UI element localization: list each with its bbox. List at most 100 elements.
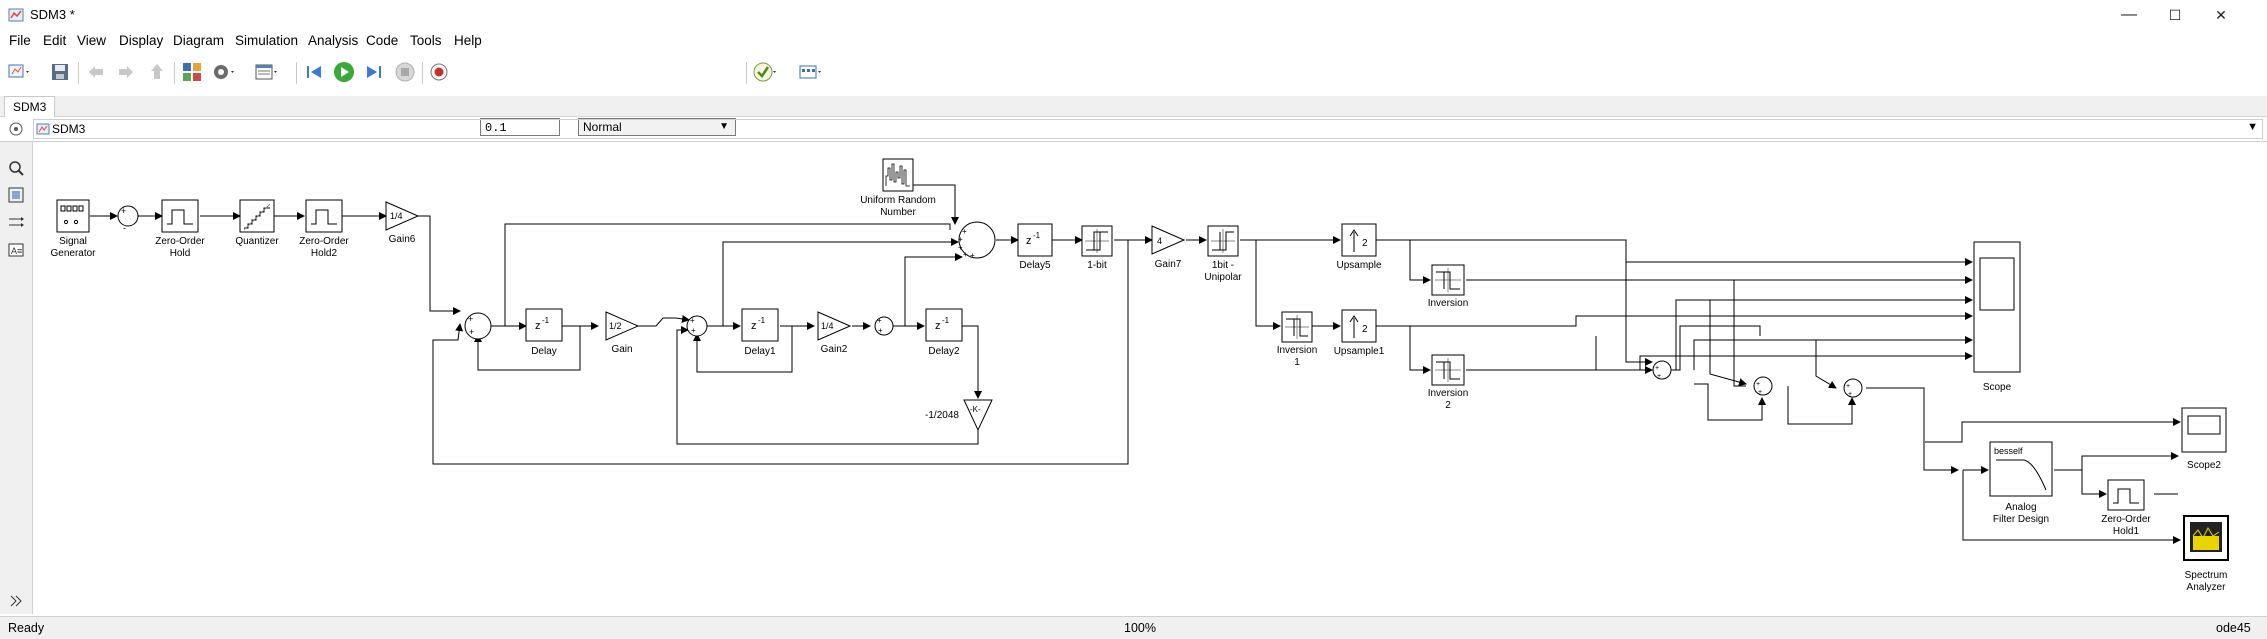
- sum-compare-1-block[interactable]: ++: [1652, 360, 1672, 380]
- menu-tools[interactable]: Tools: [410, 33, 442, 48]
- chevron-down-icon: ▼: [719, 121, 729, 132]
- menu-analysis[interactable]: Analysis: [308, 33, 359, 48]
- model-explorer-icon[interactable]: [254, 60, 278, 84]
- zero-order-hold2-block[interactable]: [305, 199, 343, 233]
- spectrum-analyzer-block[interactable]: [2183, 515, 2229, 561]
- fit-to-view-icon[interactable]: [8, 187, 24, 203]
- new-model-icon[interactable]: [6, 60, 30, 84]
- sum-compare-3-block[interactable]: ++: [1843, 378, 1863, 398]
- up-arrow-icon[interactable]: [145, 60, 169, 84]
- sum-loop3-block[interactable]: ++: [874, 316, 894, 336]
- menu-display[interactable]: Display: [119, 33, 164, 48]
- gain6-block[interactable]: 1/4: [385, 201, 420, 231]
- svg-text:+: +: [877, 316, 882, 325]
- model-advisor-check-icon[interactable]: [752, 60, 776, 84]
- model-canvas[interactable]: Signal Generator + - Zero-Order Hold Qua…: [33, 142, 2267, 614]
- gain2-block[interactable]: 1/4: [817, 311, 852, 341]
- stop-time-input[interactable]: 0.1: [480, 118, 560, 136]
- svg-text:z: z: [935, 320, 941, 332]
- analog-filter-design-block[interactable]: besself: [1989, 441, 2053, 497]
- zoh2-label: Zero-Order: [299, 236, 349, 247]
- library-browser-icon[interactable]: [180, 60, 204, 84]
- inversion-block[interactable]: [1431, 264, 1465, 296]
- delay1-label: Delay1: [744, 346, 776, 357]
- scope-block[interactable]: [1973, 241, 2021, 373]
- zoom-icon[interactable]: [8, 160, 24, 176]
- signal-table-icon[interactable]: [798, 60, 822, 84]
- delay-label: Delay: [531, 346, 557, 357]
- delay1-block[interactable]: z -1: [741, 308, 779, 342]
- scope2-block[interactable]: [2181, 407, 2227, 453]
- svg-text:-K-: -K-: [970, 405, 981, 414]
- step-forward-icon[interactable]: [362, 60, 386, 84]
- zero-order-hold-block[interactable]: [161, 199, 199, 233]
- menu-edit[interactable]: Edit: [43, 33, 67, 48]
- sum-main-block[interactable]: ++ ++ +: [958, 221, 996, 260]
- stop-icon[interactable]: [393, 60, 417, 84]
- quantizer-block[interactable]: [239, 199, 275, 233]
- svg-text:+: +: [958, 243, 963, 252]
- sum-block[interactable]: + -: [117, 205, 139, 233]
- simulation-mode-select[interactable]: Normal ▼: [578, 118, 736, 136]
- expand-palette-icon[interactable]: [9, 594, 23, 608]
- menu-code[interactable]: Code: [366, 33, 399, 48]
- unipolar-relay-block[interactable]: [1207, 225, 1239, 257]
- inversion-label: Inversion: [1428, 298, 1469, 309]
- tab-sdm3[interactable]: SDM3: [4, 96, 56, 117]
- svg-text:z: z: [751, 320, 757, 332]
- simulation-mode-value: Normal: [583, 120, 622, 134]
- svg-text:-1: -1: [758, 316, 766, 325]
- svg-text:+: +: [1758, 389, 1762, 396]
- negative-gain-block[interactable]: -K-: [963, 399, 993, 432]
- toolbar: 0.1 Normal ▼: [0, 56, 2267, 136]
- model-settings-gear-icon[interactable]: [210, 60, 234, 84]
- signal-generator-block[interactable]: [56, 199, 90, 233]
- sum-loop1-block[interactable]: ++: [464, 312, 492, 340]
- filter-label-2: Filter Design: [1993, 514, 2049, 525]
- svg-text:+: +: [1655, 365, 1659, 372]
- sum-compare-2-block[interactable]: ++: [1753, 376, 1773, 396]
- delay-block[interactable]: z -1: [525, 308, 563, 342]
- annotation-icon[interactable]: A≡: [8, 242, 24, 258]
- menu-file[interactable]: File: [9, 33, 31, 48]
- menu-view[interactable]: View: [77, 33, 107, 48]
- arrows-icon[interactable]: [8, 214, 24, 230]
- inversion1-block[interactable]: [1281, 311, 1313, 343]
- gain7-block[interactable]: 4: [1151, 225, 1186, 255]
- delay2-block[interactable]: z -1: [925, 308, 963, 342]
- inversion2-block[interactable]: [1431, 354, 1465, 386]
- scope2-label: Scope2: [2187, 460, 2221, 471]
- maximize-button[interactable]: ☐: [2168, 7, 2182, 23]
- uniform-random-number-block[interactable]: [882, 158, 914, 192]
- menu-simulation[interactable]: Simulation: [235, 33, 299, 48]
- back-arrow-icon[interactable]: [84, 60, 108, 84]
- one-bit-relay-block[interactable]: [1081, 225, 1113, 257]
- minimize-button[interactable]: —: [2121, 6, 2137, 23]
- zero-order-hold1-block[interactable]: [2107, 479, 2145, 511]
- solver-name[interactable]: ode45: [2216, 621, 2251, 635]
- record-icon[interactable]: [428, 60, 452, 84]
- breadcrumb-dropdown-icon[interactable]: ▼: [2247, 121, 2258, 133]
- upsample-block[interactable]: 2: [1341, 223, 1377, 257]
- unipolar-label: 1bit -: [1212, 260, 1234, 271]
- gain-block[interactable]: 1/2: [605, 311, 640, 341]
- quantizer-label: Quantizer: [235, 236, 279, 247]
- menu-help[interactable]: Help: [454, 33, 482, 48]
- svg-text:+: +: [469, 327, 474, 337]
- menu-diagram[interactable]: Diagram: [173, 33, 225, 48]
- zoh-label: Zero-Order: [155, 236, 205, 247]
- hide-explorer-icon[interactable]: [9, 122, 23, 136]
- forward-arrow-icon[interactable]: [114, 60, 138, 84]
- step-back-icon[interactable]: [302, 60, 326, 84]
- svg-text:2: 2: [1362, 238, 1368, 249]
- upsample1-block[interactable]: 2: [1341, 309, 1377, 343]
- run-icon[interactable]: [332, 60, 356, 84]
- delay5-block[interactable]: z -1: [1017, 223, 1053, 257]
- unipolar-label-2: Unipolar: [1204, 272, 1242, 283]
- breadcrumb-model[interactable]: SDM3: [52, 122, 86, 136]
- sum-loop2-block[interactable]: ++: [686, 315, 708, 337]
- save-icon[interactable]: [48, 60, 72, 84]
- toolbar-separator: [296, 62, 297, 84]
- inversion2-label: Inversion: [1428, 388, 1469, 399]
- close-button[interactable]: ✕: [2215, 7, 2227, 23]
